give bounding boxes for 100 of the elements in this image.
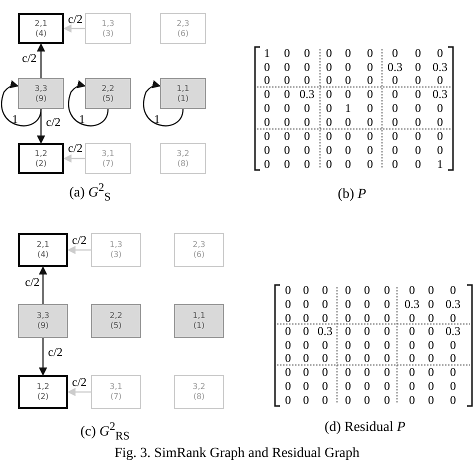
matrix-entry: 0 bbox=[450, 394, 456, 406]
matrix-entry: 0 bbox=[304, 158, 310, 170]
matrix-entry: 0 bbox=[303, 394, 309, 406]
vertex-box bbox=[18, 304, 68, 338]
matrix-entry: 0 bbox=[326, 61, 332, 73]
arrow bbox=[36, 109, 46, 144]
matrix-entry: 0 bbox=[345, 144, 351, 156]
vertex-box bbox=[85, 143, 131, 174]
arrow bbox=[1, 80, 42, 126]
matrix-entry: 0 bbox=[384, 352, 390, 364]
matrix-entry: 0 bbox=[264, 158, 270, 170]
figure-caption: Fig. 3. SimRank Graph and Residual Graph bbox=[114, 446, 360, 462]
matrix-entry: 0 bbox=[304, 74, 310, 86]
matrix-entry: 0 bbox=[304, 116, 310, 128]
matrix-entry: 0 bbox=[428, 394, 434, 406]
matrix-entry: 0 bbox=[450, 312, 456, 324]
matrix-entry: 0 bbox=[345, 352, 351, 364]
matrix-entry: 0 bbox=[285, 284, 291, 296]
matrix-entry: 0 bbox=[326, 88, 332, 100]
vertex-box bbox=[160, 13, 206, 44]
matrix-entry: 0 bbox=[304, 130, 310, 142]
matrix-entry: 0 bbox=[409, 352, 415, 364]
edge-label: c/2 bbox=[68, 142, 83, 154]
matrix-entry: 0 bbox=[428, 284, 434, 296]
matrix-entry: 0 bbox=[428, 380, 434, 392]
matrix-entry: 0 bbox=[367, 61, 373, 73]
matrix-entry: 0 bbox=[345, 325, 351, 337]
matrix-entry: 0 bbox=[384, 298, 390, 310]
arrow bbox=[143, 80, 184, 126]
matrix-entry: 0 bbox=[450, 366, 456, 378]
subfigure-caption: (d) Residual P bbox=[324, 420, 406, 436]
edge-label: 1 bbox=[79, 113, 85, 125]
matrix-entry: 0 bbox=[409, 394, 415, 406]
matrix-entry: 0 bbox=[284, 47, 290, 59]
matrix-entry: 0 bbox=[326, 130, 332, 142]
matrix-entry: 0 bbox=[345, 74, 351, 86]
vertex-label: (3) bbox=[102, 28, 114, 38]
matrix-entry: 0 bbox=[285, 352, 291, 364]
vertex-label: (4) bbox=[35, 28, 47, 38]
matrix-entry: 0 bbox=[364, 394, 370, 406]
matrix-entry: 0 bbox=[384, 284, 390, 296]
matrix-entry: 0 bbox=[284, 88, 290, 100]
matrix-entry: 0 bbox=[264, 88, 270, 100]
matrix-entry: 0 bbox=[367, 158, 373, 170]
edge-label: c/2 bbox=[25, 276, 40, 288]
matrix-entry: 0 bbox=[364, 352, 370, 364]
arrow bbox=[38, 338, 48, 376]
matrix-entry: 0 bbox=[437, 102, 443, 114]
matrix-entry: 0 bbox=[284, 158, 290, 170]
matrix-entry: 0 bbox=[428, 298, 434, 310]
matrix-entry: 0 bbox=[364, 298, 370, 310]
vertex-box bbox=[18, 13, 64, 44]
matrix-entry: 0 bbox=[285, 380, 291, 392]
matrix-entry: 0 bbox=[284, 61, 290, 73]
vertex-label: (9) bbox=[35, 94, 47, 104]
matrix-entry: 0 bbox=[303, 339, 309, 351]
matrix-entry: 0.3 bbox=[388, 61, 402, 73]
vertex-label: (7) bbox=[102, 158, 114, 168]
matrix-entry: 0 bbox=[284, 74, 290, 86]
matrix-entry: 0 bbox=[303, 380, 309, 392]
matrix-entry: 0 bbox=[367, 130, 373, 142]
matrix-entry: 0 bbox=[264, 74, 270, 86]
arrow bbox=[38, 266, 48, 304]
matrix-entry: 0 bbox=[326, 158, 332, 170]
matrix-entry: 0 bbox=[345, 61, 351, 73]
matrix-entry: 0 bbox=[345, 158, 351, 170]
vertex-label: 1,3 bbox=[102, 18, 114, 28]
matrix-entry: 0 bbox=[450, 380, 456, 392]
matrix-entry: 0 bbox=[345, 284, 351, 296]
matrix-entry: 0 bbox=[367, 144, 373, 156]
vertex-label: 1,3 bbox=[110, 240, 122, 250]
matrix-entry: 0 bbox=[367, 116, 373, 128]
vertex-label: 2,1 bbox=[34, 18, 48, 28]
vertex-label: 1,1 bbox=[176, 84, 190, 94]
vertex-box bbox=[85, 13, 131, 44]
vertex-label: (3) bbox=[110, 250, 122, 260]
vertex-box bbox=[18, 78, 64, 109]
matrix-entry: 0.3 bbox=[300, 88, 314, 100]
matrix-entry: 0 bbox=[284, 130, 290, 142]
matrix-entry: 0 bbox=[409, 380, 415, 392]
vertex-label: 3,1 bbox=[110, 382, 122, 392]
arrow bbox=[67, 388, 91, 396]
vertex-label: (8) bbox=[193, 392, 205, 402]
matrix-entry: 0 bbox=[284, 102, 290, 114]
matrix-entry: 0 bbox=[264, 144, 270, 156]
matrix-entry: 0.3 bbox=[404, 298, 420, 310]
matrix-entry: 0 bbox=[322, 339, 328, 351]
matrix-entry: 0 bbox=[384, 339, 390, 351]
matrix-entry: 0 bbox=[322, 380, 328, 392]
matrix-entry: 0.3 bbox=[432, 61, 448, 73]
matrix-entry: 0 bbox=[303, 298, 309, 310]
matrix-entry: 0 bbox=[392, 74, 398, 86]
vertex-label: 2,1 bbox=[36, 240, 50, 250]
vertex-box bbox=[18, 375, 68, 409]
matrix-entry: 0.3 bbox=[446, 325, 460, 337]
matrix-entry: 0 bbox=[326, 74, 332, 86]
arrow bbox=[68, 80, 109, 126]
matrix-entry: 0 bbox=[415, 144, 421, 156]
matrix-entry: 0 bbox=[450, 284, 456, 296]
matrix-entry: 0 bbox=[345, 88, 351, 100]
